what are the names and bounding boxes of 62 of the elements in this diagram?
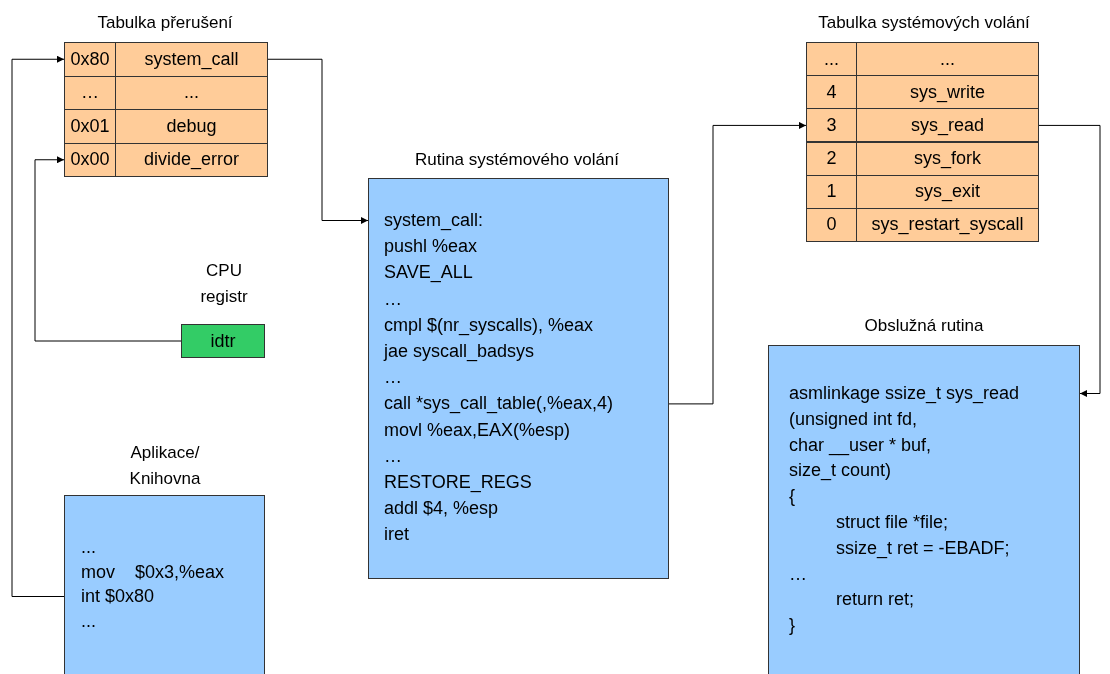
table-cell: 2 — [806, 141, 857, 176]
code-line: size_t count) — [789, 460, 892, 482]
code-line: struct file *file; — [836, 512, 949, 533]
code-line: iret — [384, 524, 409, 546]
table-cell: sys_exit — [856, 174, 1039, 209]
table-row — [64, 109, 268, 144]
code-line: asmlinkage ssize_t sys_read — [789, 383, 1020, 404]
code-line: RESTORE_REGS — [384, 472, 532, 493]
table-row — [64, 42, 268, 77]
code-line: { — [789, 486, 795, 508]
panel-title: Rutina systémového volání — [413, 149, 621, 171]
code-line: call *sys_call_table(,%eax,4) — [384, 393, 614, 415]
code-line: mov $0x3,%eax — [81, 561, 225, 583]
code-line: pushl %eax — [384, 236, 478, 258]
table-cell: 0x01 — [64, 109, 116, 144]
code-line: movl %eax,EAX(%esp) — [384, 419, 571, 441]
table-cell: sys_restart_syscall — [856, 207, 1039, 242]
table-row — [64, 142, 268, 177]
table-row — [806, 207, 1039, 242]
code-line: … — [384, 288, 402, 310]
table-row — [806, 174, 1039, 209]
connector-arrow — [1038, 124, 1101, 397]
table-cell: 1 — [806, 174, 857, 209]
code-line: jae syscall_badsys — [384, 341, 535, 362]
table-cell: 0x00 — [64, 142, 116, 177]
table-cell: 0x80 — [64, 42, 116, 77]
panel-title: CPU registr — [199, 260, 249, 308]
connector-arrow — [267, 58, 369, 224]
code-line: ssize_t ret = -EBADF; — [836, 537, 1010, 559]
table-cell: sys_fork — [856, 141, 1039, 176]
panel-title: Tabulka přerušení — [96, 12, 234, 34]
table-row — [806, 108, 1039, 143]
table-cell: 3 — [806, 108, 857, 143]
code-line: cmpl $(nr_syscalls), %eax — [384, 314, 594, 336]
table-cell: system_call — [115, 42, 268, 77]
code-line: return ret; — [836, 589, 915, 611]
code-line: int $0x80 — [81, 586, 155, 607]
table-cell: debug — [115, 109, 268, 144]
code-line: ... — [81, 537, 96, 558]
code-line: system_call: — [384, 210, 484, 231]
table-row — [806, 75, 1039, 110]
panel-title: Tabulka systémových volání — [817, 12, 1031, 34]
connector-arrow — [34, 156, 182, 342]
code-line: (unsigned int fd, — [789, 408, 918, 430]
connector-arrow — [11, 55, 65, 597]
code-line: ... — [81, 610, 96, 632]
table-cell: sys_read — [856, 108, 1039, 143]
code-line: } — [789, 615, 795, 637]
code-line: … — [789, 563, 807, 585]
panel-title: Obslužná rutina — [863, 315, 985, 337]
code-line: addl $4, %esp — [384, 498, 499, 520]
code-line: SAVE_ALL — [384, 262, 473, 284]
table-row — [806, 141, 1039, 176]
table-cell: divide_error — [115, 142, 268, 177]
panel-title: Aplikace/ Knihovna — [128, 442, 202, 490]
table-row — [806, 42, 1039, 77]
register-box: idtr — [181, 324, 265, 358]
code-line: … — [384, 445, 402, 467]
table-cell: 0 — [806, 207, 857, 242]
code-line: char __user * buf, — [789, 434, 932, 456]
code-line: … — [384, 367, 402, 389]
connector-arrow — [668, 121, 807, 405]
